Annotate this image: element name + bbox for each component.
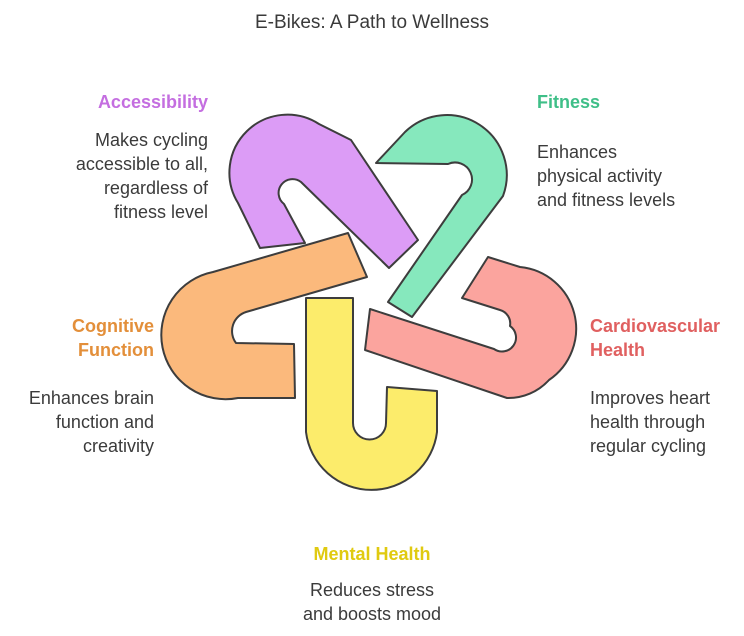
accessibility-heading: Accessibility bbox=[97, 92, 208, 112]
fitness-heading: Fitness bbox=[537, 92, 601, 112]
accessibility-loop bbox=[228, 113, 419, 269]
mental-health-loop bbox=[305, 297, 438, 491]
cognitive-heading: Cognitive Function bbox=[71, 316, 154, 360]
mental-health-description: Reduces stress and boosts mood bbox=[302, 580, 442, 624]
fitness-description: Enhances physical activity and fitness l… bbox=[537, 142, 676, 210]
diagram-title: E-Bikes: A Path to Wellness bbox=[254, 12, 490, 33]
fitness-loop bbox=[375, 114, 508, 318]
mental-health-heading: Mental Health bbox=[313, 544, 431, 564]
cardiovascular-description: Improves heart health through regular cy… bbox=[590, 388, 711, 456]
cardiovascular-loop bbox=[364, 256, 578, 400]
cognitive-description: Enhances brain function and creativity bbox=[28, 388, 154, 456]
cognitive-loop bbox=[160, 232, 368, 401]
cardiovascular-heading: Cardiovascular Health bbox=[590, 316, 721, 360]
accessibility-description: Makes cycling accessible to all, regardl… bbox=[75, 130, 208, 222]
